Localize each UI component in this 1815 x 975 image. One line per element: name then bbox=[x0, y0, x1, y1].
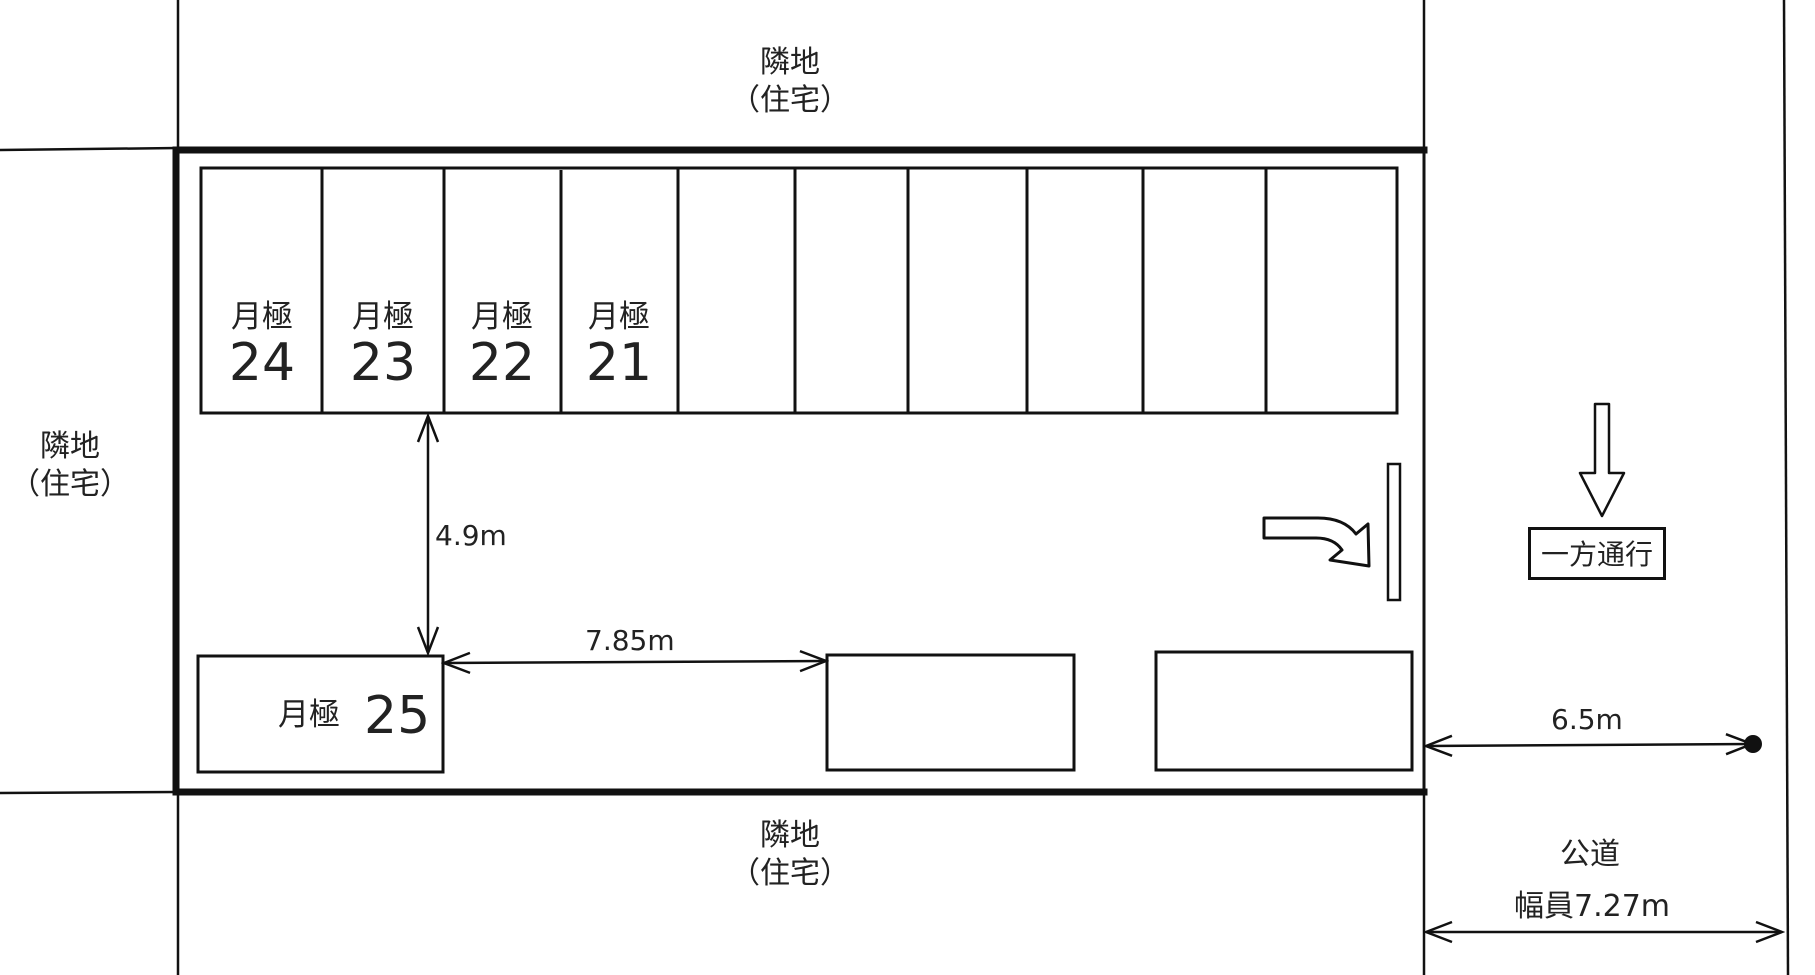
bottom-parking-row bbox=[196, 650, 1414, 774]
road-point-marker bbox=[1744, 735, 1762, 753]
space-25-number: 25 bbox=[364, 686, 431, 746]
neighbor-top-name: 隣地 bbox=[760, 45, 820, 80]
space-24: 月極 24 bbox=[212, 298, 312, 389]
space-24-label: 月極 bbox=[231, 299, 293, 335]
bottom-space-outline bbox=[1154, 650, 1414, 772]
top-parking-row bbox=[199, 166, 1399, 415]
one-way-down-arrow-icon bbox=[1578, 402, 1626, 518]
space-21-number: 21 bbox=[585, 332, 653, 393]
road-distance-label: 6.5m bbox=[1551, 703, 1623, 736]
one-way-sign: 一方通行 bbox=[1528, 527, 1667, 580]
gap-dimension-arrow bbox=[444, 661, 826, 663]
neighbor-top-label: 隣地 （住宅） bbox=[730, 44, 850, 119]
gap-dimension-label: 7.85m bbox=[585, 624, 675, 657]
space-21-label: 月極 bbox=[588, 299, 650, 335]
road-distance-arrow bbox=[1426, 744, 1752, 746]
aisle-dimension-label: 4.9m bbox=[435, 519, 507, 552]
neighbor-top-type: （住宅） bbox=[730, 82, 850, 118]
neighbor-bottom-label: 隣地 （住宅） bbox=[730, 817, 850, 892]
site-boundary bbox=[172, 146, 1428, 796]
space-25-label: 月極 bbox=[278, 697, 340, 733]
dimension-arrows bbox=[428, 416, 1782, 932]
neighbor-bottom-name: 隣地 bbox=[760, 818, 820, 853]
entrance-bar bbox=[1386, 462, 1402, 602]
neighbor-left-label: 隣地 （住宅） bbox=[10, 428, 130, 503]
bottom-space-outline bbox=[825, 653, 1076, 772]
neighbor-bottom-type: （住宅） bbox=[730, 855, 850, 891]
space-23: 月極 23 bbox=[333, 298, 433, 389]
space-22: 月極 22 bbox=[452, 298, 552, 389]
space-23-number: 23 bbox=[349, 332, 417, 393]
space-23-label: 月極 bbox=[352, 299, 414, 335]
space-24-number: 24 bbox=[228, 332, 296, 393]
space-25-outline bbox=[196, 654, 445, 774]
road-width-label: 幅員7.27m bbox=[1514, 889, 1671, 924]
entrance-turn-arrow-icon bbox=[1262, 516, 1371, 568]
neighbor-left-type: （住宅） bbox=[10, 466, 130, 502]
neighbor-left-name: 隣地 bbox=[40, 429, 100, 464]
public-road-label: 公道 bbox=[1560, 837, 1620, 872]
top-row-outline bbox=[199, 166, 1399, 415]
space-22-label: 月極 bbox=[471, 299, 533, 335]
space-22-number: 22 bbox=[468, 332, 536, 393]
space-21: 月極 21 bbox=[569, 298, 669, 389]
